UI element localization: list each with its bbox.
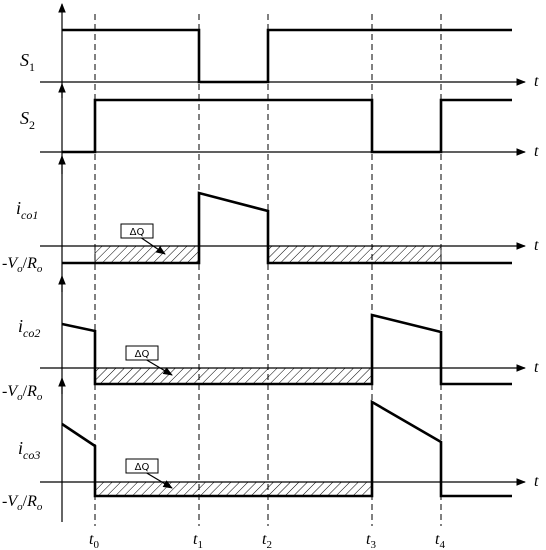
waveform-ico3: [61, 399, 512, 498]
label-s1: S1: [20, 50, 35, 74]
delta-q-pointer-ico3: [144, 471, 173, 489]
neg-level-label-ico1: -Vo/Ro: [2, 255, 43, 275]
delta-q-pointer-ico2: [144, 358, 173, 376]
axis-label-t-s2: t: [534, 143, 539, 160]
waveform-s1: [62, 28, 512, 84]
time-label-t1: t1: [193, 531, 203, 550]
delta-q-box-ico2: [125, 345, 159, 361]
delta-q-label-ico3: ΔQ: [135, 462, 150, 473]
neg-level-label-ico3: -Vo/Ro: [2, 493, 43, 513]
axis-label-t-ico1: t: [534, 237, 539, 254]
hatch-ico1-a: [94, 245, 200, 264]
axis-label-t-s1: t: [534, 73, 539, 90]
time-label-t4: t4: [435, 531, 445, 550]
axis-label-t-ico2: t: [534, 359, 539, 376]
label-s2: S2: [20, 108, 35, 132]
waveform-ico1: [62, 191, 512, 265]
hatch-ico2: [94, 367, 373, 385]
delta-q-pointer-ico1: [139, 236, 166, 255]
time-label-t3: t3: [366, 531, 376, 550]
waveform-s2: [62, 98, 512, 154]
time-label-t2: t2: [262, 531, 272, 550]
delta-q-label-ico1: ΔQ: [130, 227, 145, 238]
time-markers: [94, 14, 442, 526]
hatch-ico3: [94, 481, 373, 497]
delta-q-label-ico2: ΔQ: [135, 349, 150, 360]
delta-q-callout-ico1: ΔQ: [120, 223, 166, 255]
label-ico2: ico2: [18, 316, 40, 340]
label-ico3: ico3: [18, 438, 40, 462]
label-ico1: ico1: [16, 198, 38, 222]
delta-q-box-ico3: [125, 458, 159, 474]
hatch-ico1-b: [267, 245, 442, 264]
delta-q-box-ico1: [120, 223, 154, 239]
delta-q-callout-ico3: ΔQ: [125, 458, 173, 489]
waveform-ico2: [61, 313, 512, 386]
delta-q-callout-ico2: ΔQ: [125, 345, 173, 376]
time-label-t0: t0: [89, 531, 99, 550]
axis-label-t-ico3: t: [534, 473, 539, 490]
neg-level-label-ico2: -Vo/Ro: [2, 383, 43, 403]
